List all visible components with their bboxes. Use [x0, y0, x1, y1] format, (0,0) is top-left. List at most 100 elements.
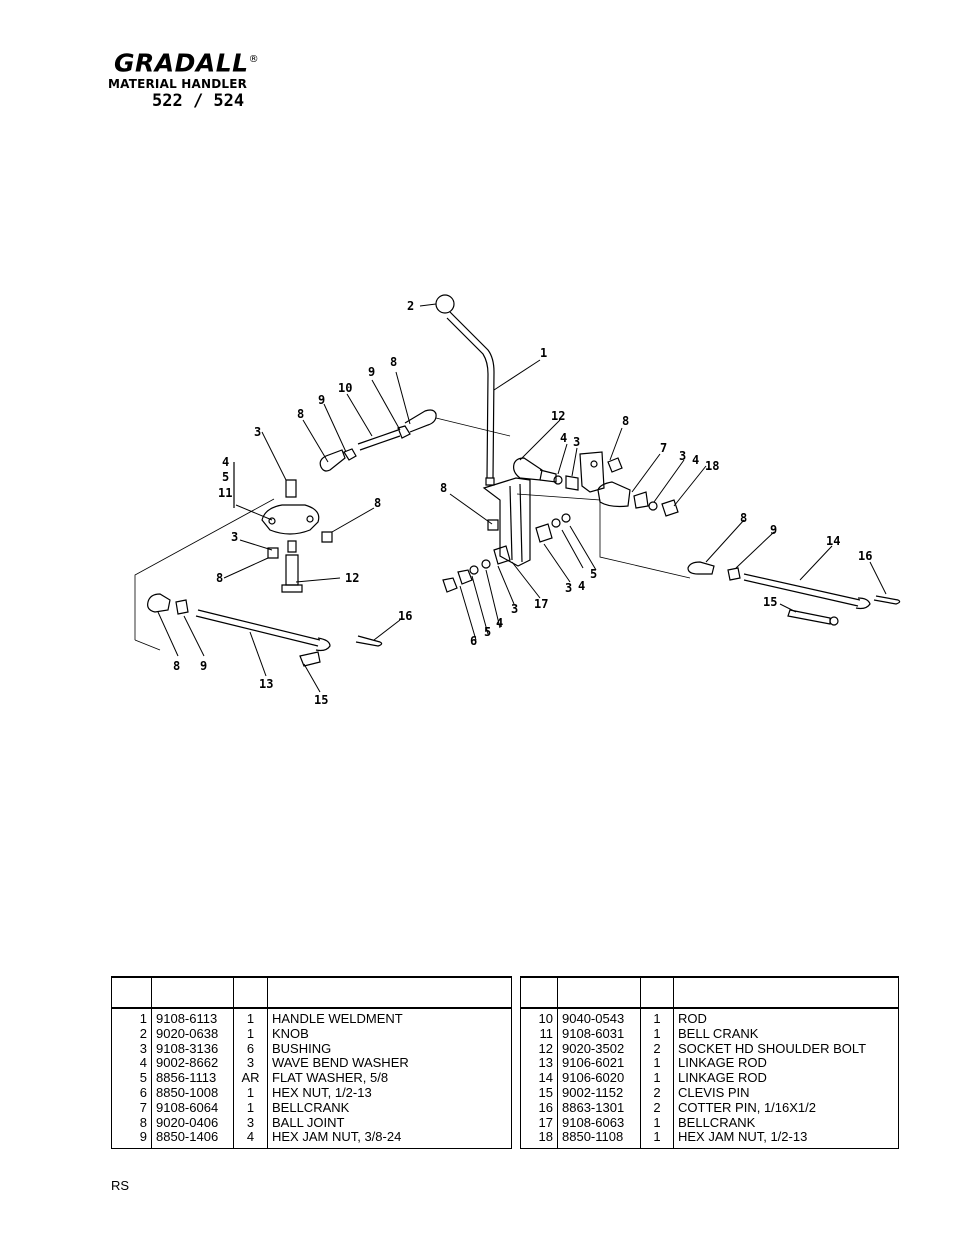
part-number: 9002-1152 [557, 1085, 641, 1101]
callout-8: 8 [173, 659, 180, 673]
callout-5: 5 [222, 470, 229, 484]
callout-8: 8 [390, 355, 397, 369]
callout-14: 14 [826, 534, 840, 548]
part-number: 8863-1301 [557, 1100, 641, 1116]
description: HANDLE WELDMENT [267, 1008, 512, 1027]
exploded-parts-diagram: 1 2 12 4 3 8 7 3 4 18 8 9 10 9 8 3 4 5 1… [134, 294, 901, 707]
quantity: 2 [640, 1041, 674, 1057]
callout-8: 8 [622, 414, 629, 428]
callout-1: 1 [540, 346, 547, 360]
item-number: 10 [520, 1008, 558, 1027]
description: HEX JAM NUT, 3/8-24 [267, 1129, 512, 1150]
item-number: 11 [520, 1026, 558, 1042]
item-number: 17 [520, 1115, 558, 1131]
callout-15: 15 [763, 595, 777, 609]
bushing-17 [493, 545, 511, 565]
quantity: 3 [233, 1056, 268, 1072]
quantity: 1 [233, 1026, 268, 1042]
description: CLEVIS PIN [673, 1085, 899, 1101]
callout-8: 8 [440, 481, 447, 495]
gradall-logo: GRADALL® MATERIAL HANDLER 522 / 524 [108, 46, 308, 112]
rod-10-part [357, 425, 411, 451]
item-number: 6 [111, 1085, 152, 1101]
callout-5: 5 [590, 567, 597, 581]
callout-8: 8 [216, 571, 223, 585]
linkage-rod-13-part [147, 593, 331, 652]
item-number: 5 [111, 1070, 152, 1086]
item-number: 7 [111, 1100, 152, 1116]
description: HEX JAM NUT, 1/2-13 [673, 1129, 899, 1150]
bellcrank-17-part [482, 477, 531, 567]
callout-17: 17 [534, 597, 548, 611]
callout-8: 8 [297, 407, 304, 421]
callout-8: 8 [740, 511, 747, 525]
item-number: 8 [111, 1115, 152, 1131]
callout-4: 4 [560, 431, 567, 445]
quantity: 2 [640, 1100, 674, 1116]
callout-11: 11 [218, 486, 232, 500]
part-number: 8850-1008 [151, 1085, 234, 1101]
callout-7: 7 [660, 441, 667, 455]
part-number: 9108-6113 [151, 1008, 234, 1027]
callout-16: 16 [858, 549, 872, 563]
flat-washer-lower [469, 565, 479, 575]
description: WAVE BEND WASHER [267, 1056, 512, 1072]
knob-part [435, 294, 455, 314]
hex-jam-nut-lower [442, 577, 458, 593]
part-number: 9020-0406 [151, 1115, 234, 1131]
callout-3: 3 [511, 602, 518, 616]
table-header-row [111, 976, 512, 1009]
part-number: 9108-3136 [151, 1041, 234, 1057]
part-number: 9108-6064 [151, 1100, 234, 1116]
description: BUSHING [267, 1041, 512, 1057]
cotter-pin-16-left [355, 635, 383, 647]
brand-name: GRADALL® [114, 48, 260, 78]
item-number: 3 [111, 1041, 152, 1057]
quantity: 1 [233, 1008, 268, 1027]
part-number: 9002-8662 [151, 1056, 234, 1072]
callout-9: 9 [770, 523, 777, 537]
part-number: 8850-1108 [557, 1129, 641, 1150]
part-number: 8850-1406 [151, 1129, 234, 1150]
callout-15: 15 [314, 693, 328, 707]
quantity: 1 [640, 1056, 674, 1072]
wave-washer-lower [481, 559, 491, 569]
footer-code: RS [111, 1178, 130, 1193]
part-number: 8856-1113 [151, 1070, 234, 1086]
description: COTTER PIN, 1/16X1/2 [673, 1100, 899, 1116]
callout-3: 3 [565, 581, 572, 595]
quantity: 1 [640, 1026, 674, 1042]
item-number: 2 [111, 1026, 152, 1042]
callout-4: 4 [496, 616, 503, 630]
item-number: 9 [111, 1129, 152, 1150]
hex-nut-lower [457, 569, 473, 585]
description: BELLCRANK [673, 1115, 899, 1131]
registered-mark: ® [248, 54, 260, 65]
callout-4: 4 [692, 453, 699, 467]
callout-4: 4 [222, 455, 229, 469]
quantity: 2 [640, 1085, 674, 1101]
item-number: 16 [520, 1100, 558, 1116]
callout-2: 2 [407, 299, 414, 313]
quantity: AR [233, 1070, 268, 1086]
callout-4: 4 [578, 579, 585, 593]
description: SOCKET HD SHOULDER BOLT [673, 1041, 899, 1057]
item-number: 12 [520, 1041, 558, 1057]
quantity: 1 [233, 1100, 268, 1116]
callout-12: 12 [345, 571, 359, 585]
item-number: 15 [520, 1085, 558, 1101]
callout-16: 16 [398, 609, 412, 623]
